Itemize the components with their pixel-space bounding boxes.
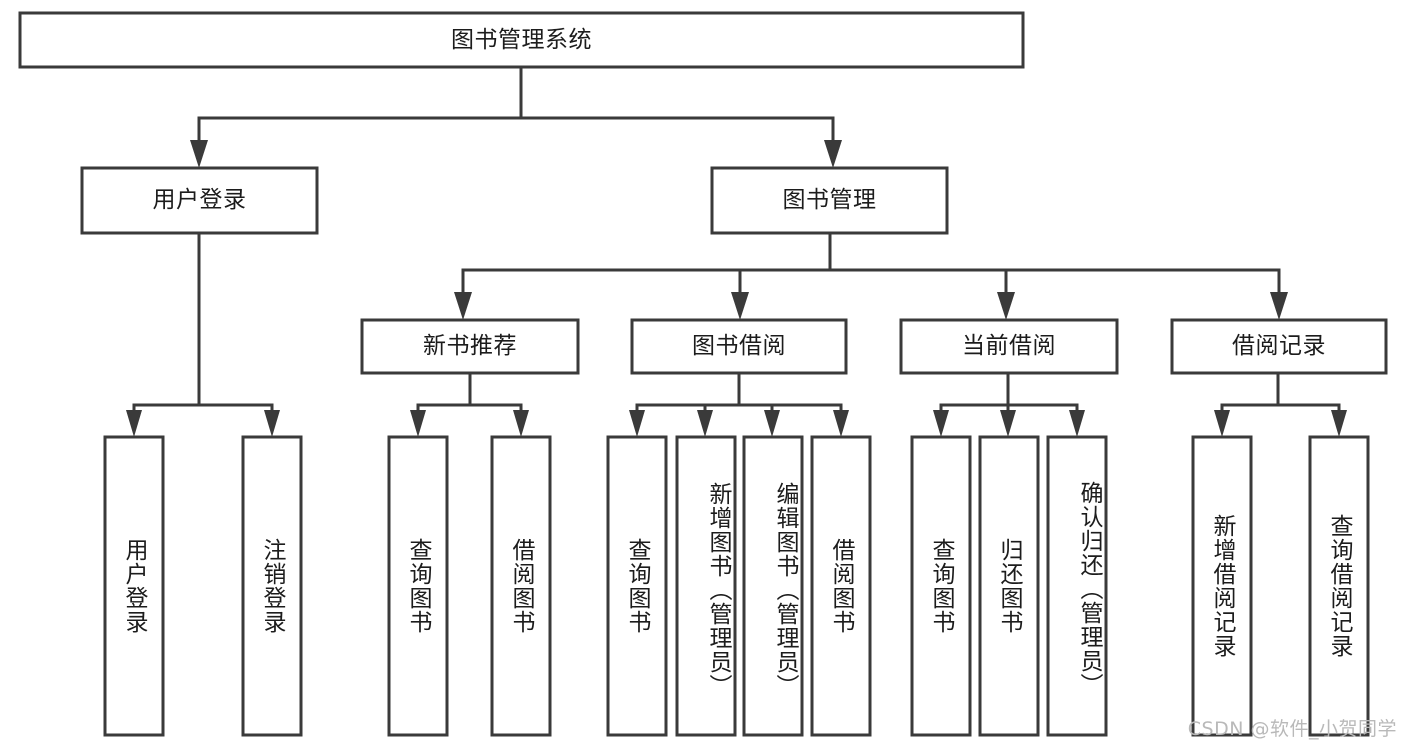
node-box-leaf-new-book-1[interactable] [490,435,552,737]
node-box-leaf-book-borrow-0[interactable] [606,435,668,737]
node-box-borrow-record[interactable] [1170,318,1388,375]
connector-root-to-level2 [190,65,842,168]
node-box-leaf-book-borrow-3[interactable] [810,435,872,737]
node-box-book-borrow[interactable] [630,318,848,375]
node-box-leaf-book-borrow-1[interactable] [675,435,737,737]
node-box-leaf-current-borrow-1[interactable] [978,435,1040,737]
connector-new-book-to-leaves [410,371,529,437]
node-box-book-management[interactable] [710,166,949,235]
connector-book-borrow-to-leaves [629,371,849,437]
node-box-leaf-book-borrow-2[interactable] [742,435,804,737]
node-box-root[interactable] [18,11,1025,69]
connector-book-management-to-level3 [454,231,1288,320]
connector-user-login-to-leaves [126,231,280,437]
watermark-text: CSDN @软件_小贺同学 [1187,718,1397,740]
connector-borrow-record-to-leaves [1214,371,1347,437]
node-box-leaf-borrow-record-0[interactable] [1191,435,1253,737]
node-box-leaf-current-borrow-0[interactable] [910,435,972,737]
node-box-current-borrow[interactable] [899,318,1119,375]
node-box-leaf-user-login-1[interactable] [241,435,303,737]
node-box-user-login[interactable] [80,166,319,235]
connector-current-borrow-to-leaves [933,371,1085,437]
node-box-leaf-current-borrow-2[interactable] [1046,435,1108,737]
node-box-leaf-user-login-0[interactable] [103,435,165,737]
node-box-leaf-new-book-0[interactable] [387,435,449,737]
node-box-leaf-borrow-record-1[interactable] [1308,435,1370,737]
node-box-new-book-recommend[interactable] [360,318,580,375]
